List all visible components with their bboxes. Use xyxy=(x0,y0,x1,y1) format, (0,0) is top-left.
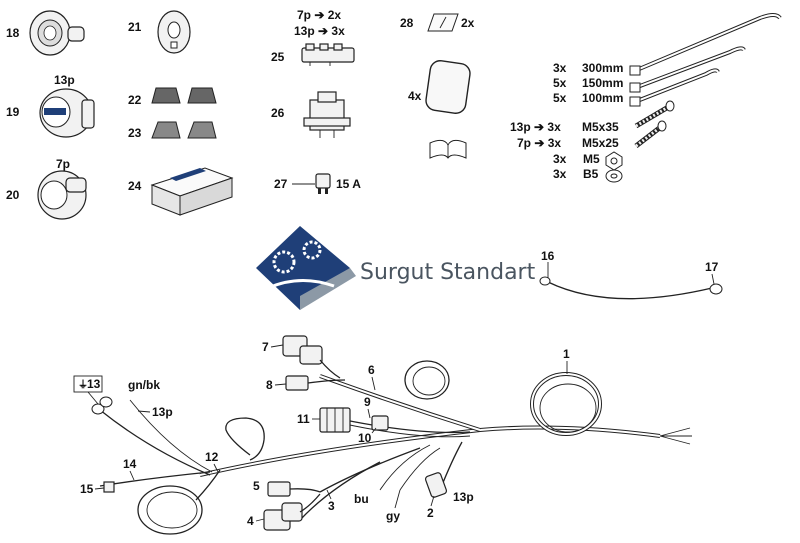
watermark-brand: Surgut Standart xyxy=(360,260,536,285)
screw-13p-variant: 13p ➔ 3x xyxy=(510,120,561,134)
label-28: 28 xyxy=(400,16,414,30)
washer-size: B5 xyxy=(583,167,599,181)
part-25-connector-clips xyxy=(301,43,355,66)
tie-100-size: 100mm xyxy=(582,91,623,105)
label-h15: 15 xyxy=(80,482,94,496)
nut-size: M5 xyxy=(583,152,600,166)
label-20: 20 xyxy=(6,188,20,202)
label-h9: 9 xyxy=(364,395,371,409)
tie-300-size: 300mm xyxy=(582,61,623,75)
label-25-qty-13p: 13p ➔ 3x xyxy=(294,24,345,38)
washer-icon xyxy=(605,169,623,183)
label-h8: 8 xyxy=(266,378,273,392)
label-h6: 6 xyxy=(368,363,375,377)
screws xyxy=(634,100,675,148)
connector-4 xyxy=(263,502,303,531)
part-28-label-sticker xyxy=(427,13,459,32)
main-harness xyxy=(99,360,692,535)
label-wire-13p: 13p xyxy=(152,405,173,419)
part-23-adhesive-pads xyxy=(151,121,217,139)
screw-13p-size: M5x35 xyxy=(582,120,619,134)
ground-symbol-icon: ⏚ xyxy=(78,379,88,391)
washer-qty: 3x xyxy=(553,167,567,181)
cable-ties xyxy=(629,13,782,107)
label-26: 26 xyxy=(271,106,285,120)
label-h12: 12 xyxy=(205,450,219,464)
part-20-socket-7p xyxy=(37,170,87,220)
label-h7: 7 xyxy=(262,340,269,354)
label-16: 16 xyxy=(541,249,555,263)
label-h2: 2 xyxy=(427,506,434,520)
connector-7 xyxy=(282,335,323,365)
label-h13: 13 xyxy=(87,377,101,391)
part-24-control-module xyxy=(150,167,234,216)
label-h5: 5 xyxy=(253,479,260,493)
connector-5 xyxy=(267,481,291,497)
label-h3: 3 xyxy=(328,499,335,513)
part-21-gasket xyxy=(157,10,191,54)
label-27: 27 xyxy=(274,177,288,191)
label-20-variant: 7p xyxy=(56,157,70,171)
nut-qty: 3x xyxy=(553,152,567,166)
connector-11 xyxy=(319,407,351,433)
label-h11: 11 xyxy=(297,412,310,426)
connector-2 xyxy=(424,472,448,498)
label-h14: 14 xyxy=(123,457,137,471)
watermark-logo-icon xyxy=(256,226,356,310)
connector-15 xyxy=(103,481,115,493)
label-seal-qty: 4x xyxy=(408,89,422,103)
part-19-socket-13p xyxy=(39,88,95,138)
connector-8 xyxy=(285,375,309,391)
label-19: 19 xyxy=(6,105,20,119)
label-23: 23 xyxy=(128,126,142,140)
label-21: 21 xyxy=(128,20,142,34)
tie-300-qty: 3x xyxy=(553,61,567,75)
label-18: 18 xyxy=(6,26,20,40)
label-24: 24 xyxy=(128,179,142,193)
part-22-adhesive-pads xyxy=(151,87,217,104)
label-17: 17 xyxy=(705,260,719,274)
ground-ring-13 xyxy=(91,396,113,415)
part-18-rubber-grommet xyxy=(29,10,85,56)
label-25-qty-7p: 7p ➔ 2x xyxy=(297,8,341,22)
label-h1: 1 xyxy=(563,347,570,361)
connector-10 xyxy=(371,415,389,431)
label-19-variant: 13p xyxy=(54,73,75,87)
book-icon xyxy=(429,139,467,159)
part-16-17-ground-cable xyxy=(539,276,723,300)
part-26-relay-holder xyxy=(303,91,351,138)
screw-7p-variant: 7p ➔ 3x xyxy=(517,136,561,150)
label-27-rating: 15 A xyxy=(336,177,361,191)
label-25: 25 xyxy=(271,50,285,64)
tie-100-qty: 5x xyxy=(553,91,567,105)
nut-icon xyxy=(605,151,623,171)
part-27-fuse xyxy=(315,173,331,194)
tie-150-size: 150mm xyxy=(582,76,623,90)
part-seal-pad xyxy=(425,60,471,114)
tie-150-qty: 5x xyxy=(553,76,567,90)
label-h4: 4 xyxy=(247,514,254,528)
label-h2-variant: 13p xyxy=(453,490,474,504)
screw-7p-size: M5x25 xyxy=(582,136,619,150)
label-h10: 10 xyxy=(358,431,372,445)
label-wire-bu: bu xyxy=(354,492,369,506)
label-28-qty: 2x xyxy=(461,16,475,30)
label-wire-gy: gy xyxy=(386,509,400,523)
label-wire-gnbk: gn/bk xyxy=(128,378,160,392)
label-22: 22 xyxy=(128,93,142,107)
